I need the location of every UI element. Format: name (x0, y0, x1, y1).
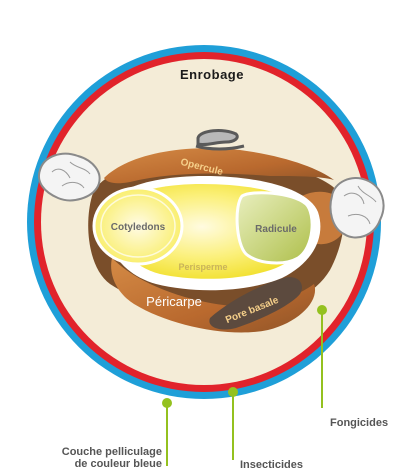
diagram-title: Enrobage (180, 67, 244, 82)
insecticides-pointer (228, 387, 238, 460)
couche-callout-line2: de couleur bleue (40, 458, 162, 470)
radicule-label: Radicule (255, 224, 297, 235)
cotyledons-label: Cotyledons (111, 222, 166, 233)
perisperme-label: Perisperme (178, 262, 227, 272)
couche-pointer (162, 398, 172, 466)
couche-callout: Couche pelliculage de couleur bleue (40, 446, 162, 470)
opercule-cap (198, 131, 237, 145)
fongicides-callout: Fongicides (330, 417, 388, 429)
couche-callout-line1: Couche pelliculage (40, 446, 162, 458)
insecticides-callout: Insecticides (240, 459, 303, 471)
pericarpe-label: Péricarpe (146, 294, 202, 309)
right-cotton-blob (331, 178, 384, 238)
